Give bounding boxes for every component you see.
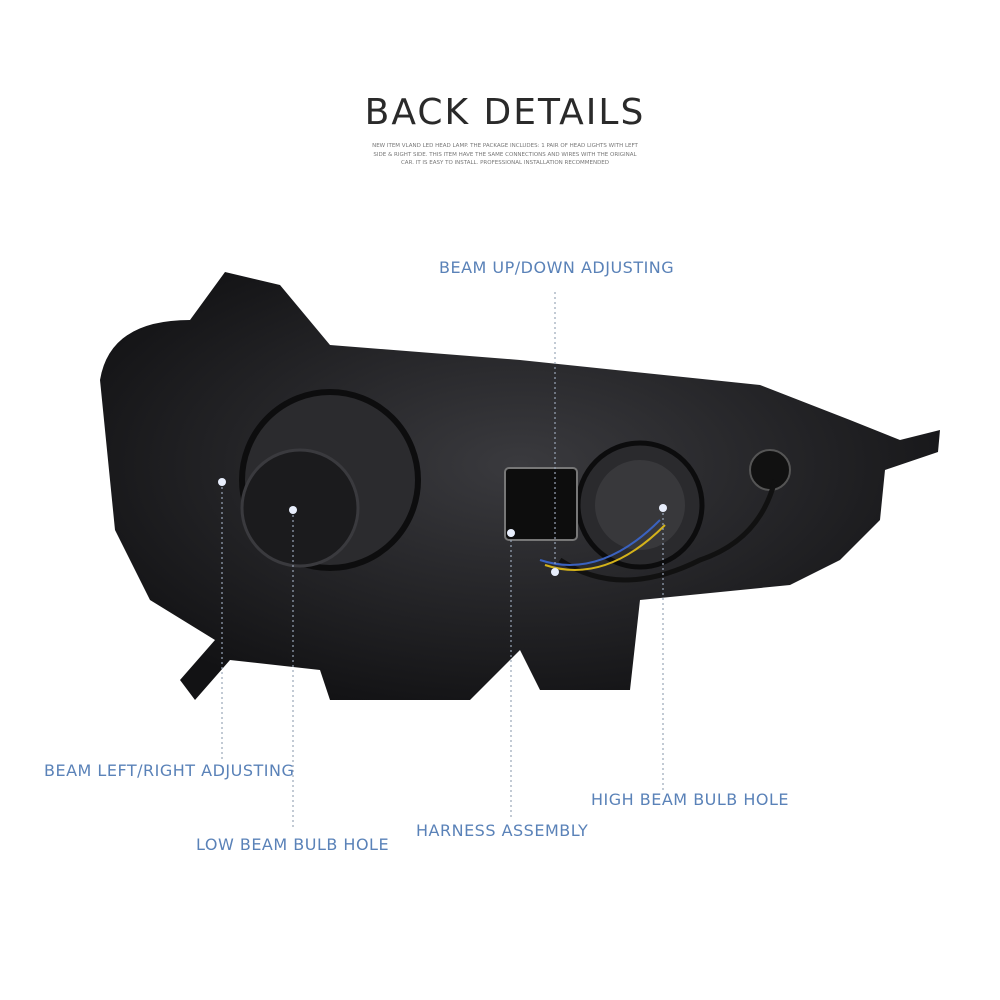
page-title: BACK DETAILS <box>364 92 646 133</box>
label-low-beam: LOW BEAM BULB HOLE <box>196 835 390 854</box>
label-harness: HARNESS ASSEMBLY <box>416 821 589 840</box>
headlamp-housing <box>100 272 940 700</box>
label-high-beam: HIGH BEAM BULB HOLE <box>591 790 789 809</box>
marker-dot <box>507 529 515 537</box>
subtitle-description: NEW ITEM VLAND LED HEAD LAMP. THE PACKAG… <box>372 143 638 166</box>
marker-dot <box>218 478 226 486</box>
marker-dot <box>659 504 667 512</box>
marker-dot <box>551 568 559 576</box>
marker-dot <box>289 506 297 514</box>
label-beam-left-right: BEAM LEFT/RIGHT ADJUSTING <box>44 761 295 780</box>
harness-connector <box>504 467 578 541</box>
label-beam-up-down: BEAM UP/DOWN ADJUSTING <box>439 258 675 277</box>
